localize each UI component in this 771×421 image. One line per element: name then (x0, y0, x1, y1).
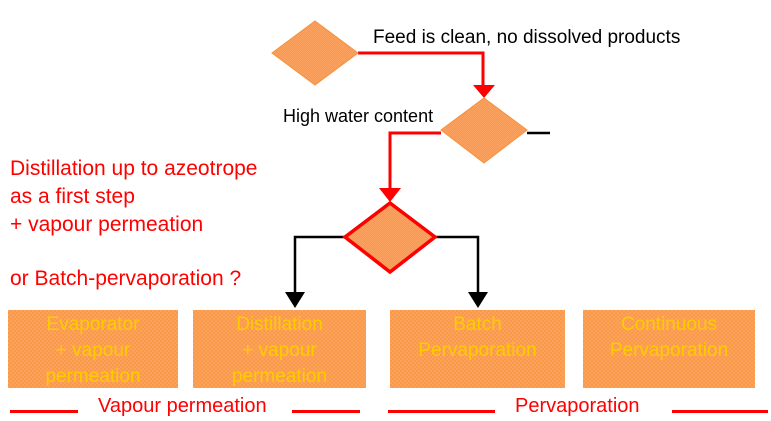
result-box-distillation-line-2: + vapour (242, 340, 317, 361)
legend-label-vapour-permeation: Vapour permeation (98, 395, 267, 417)
feed-clean-label: Feed is clean, no dissolved products (373, 27, 681, 48)
decision-diamond-water (440, 97, 528, 164)
result-box-batch-line-2: Pervaporation (418, 340, 537, 361)
arrow-water-to-azeotrope (388, 131, 441, 190)
arrowhead-azeotrope-to-batch (468, 292, 488, 308)
azeotrope-note-line-2: as a first step (10, 185, 135, 208)
legend-line-2 (292, 410, 360, 413)
decision-diamond-feed (271, 20, 359, 86)
result-box-distillation-line-1: Distillation (236, 314, 323, 335)
arrowhead-azeotrope-to-distillation (285, 292, 305, 308)
arrow-azeotrope-to-batch (435, 235, 480, 294)
high-water-label: High water content (283, 106, 434, 126)
arrow-azeotrope-to-distillation (293, 235, 345, 294)
azeotrope-note-line-3: + vapour permeation (10, 213, 204, 236)
result-box-evaporator: Evaporator + vapour permeation (8, 310, 178, 388)
result-box-continuous-line-2: Pervaporation (609, 340, 729, 361)
result-box-continuous-pervaporation: Continuous Pervaporation (583, 310, 755, 388)
legend-label-pervaporation: Pervaporation (515, 395, 640, 417)
result-box-evaporator-line-2: + vapour (55, 340, 131, 361)
result-box-batch-pervaporation: Batch Pervaporation (390, 310, 565, 388)
legend-line-1 (10, 410, 78, 413)
result-box-continuous-line-1: Continuous (620, 314, 718, 335)
decision-diamond-azeotrope (342, 200, 438, 275)
result-box-evaporator-line-1: Evaporator (46, 314, 140, 335)
arrowhead-water-to-azeotrope (379, 188, 401, 202)
arrow-feed-to-water (358, 51, 485, 87)
batch-question-note: or Batch-pervaporation ? (10, 267, 242, 290)
result-box-batch-line-1: Batch (453, 314, 502, 335)
azeotrope-note: Distillation up to azeotrope as a first … (10, 155, 257, 239)
legend-line-3 (388, 410, 495, 413)
azeotrope-note-line-1: Distillation up to azeotrope (10, 157, 258, 180)
result-box-distillation-line-3: permeation (231, 366, 328, 387)
arrowhead-feed-to-water (473, 85, 495, 98)
result-box-distillation: Distillation + vapour permeation (193, 310, 366, 388)
legend-line-4 (672, 410, 768, 413)
result-box-evaporator-line-3: permeation (45, 366, 141, 387)
